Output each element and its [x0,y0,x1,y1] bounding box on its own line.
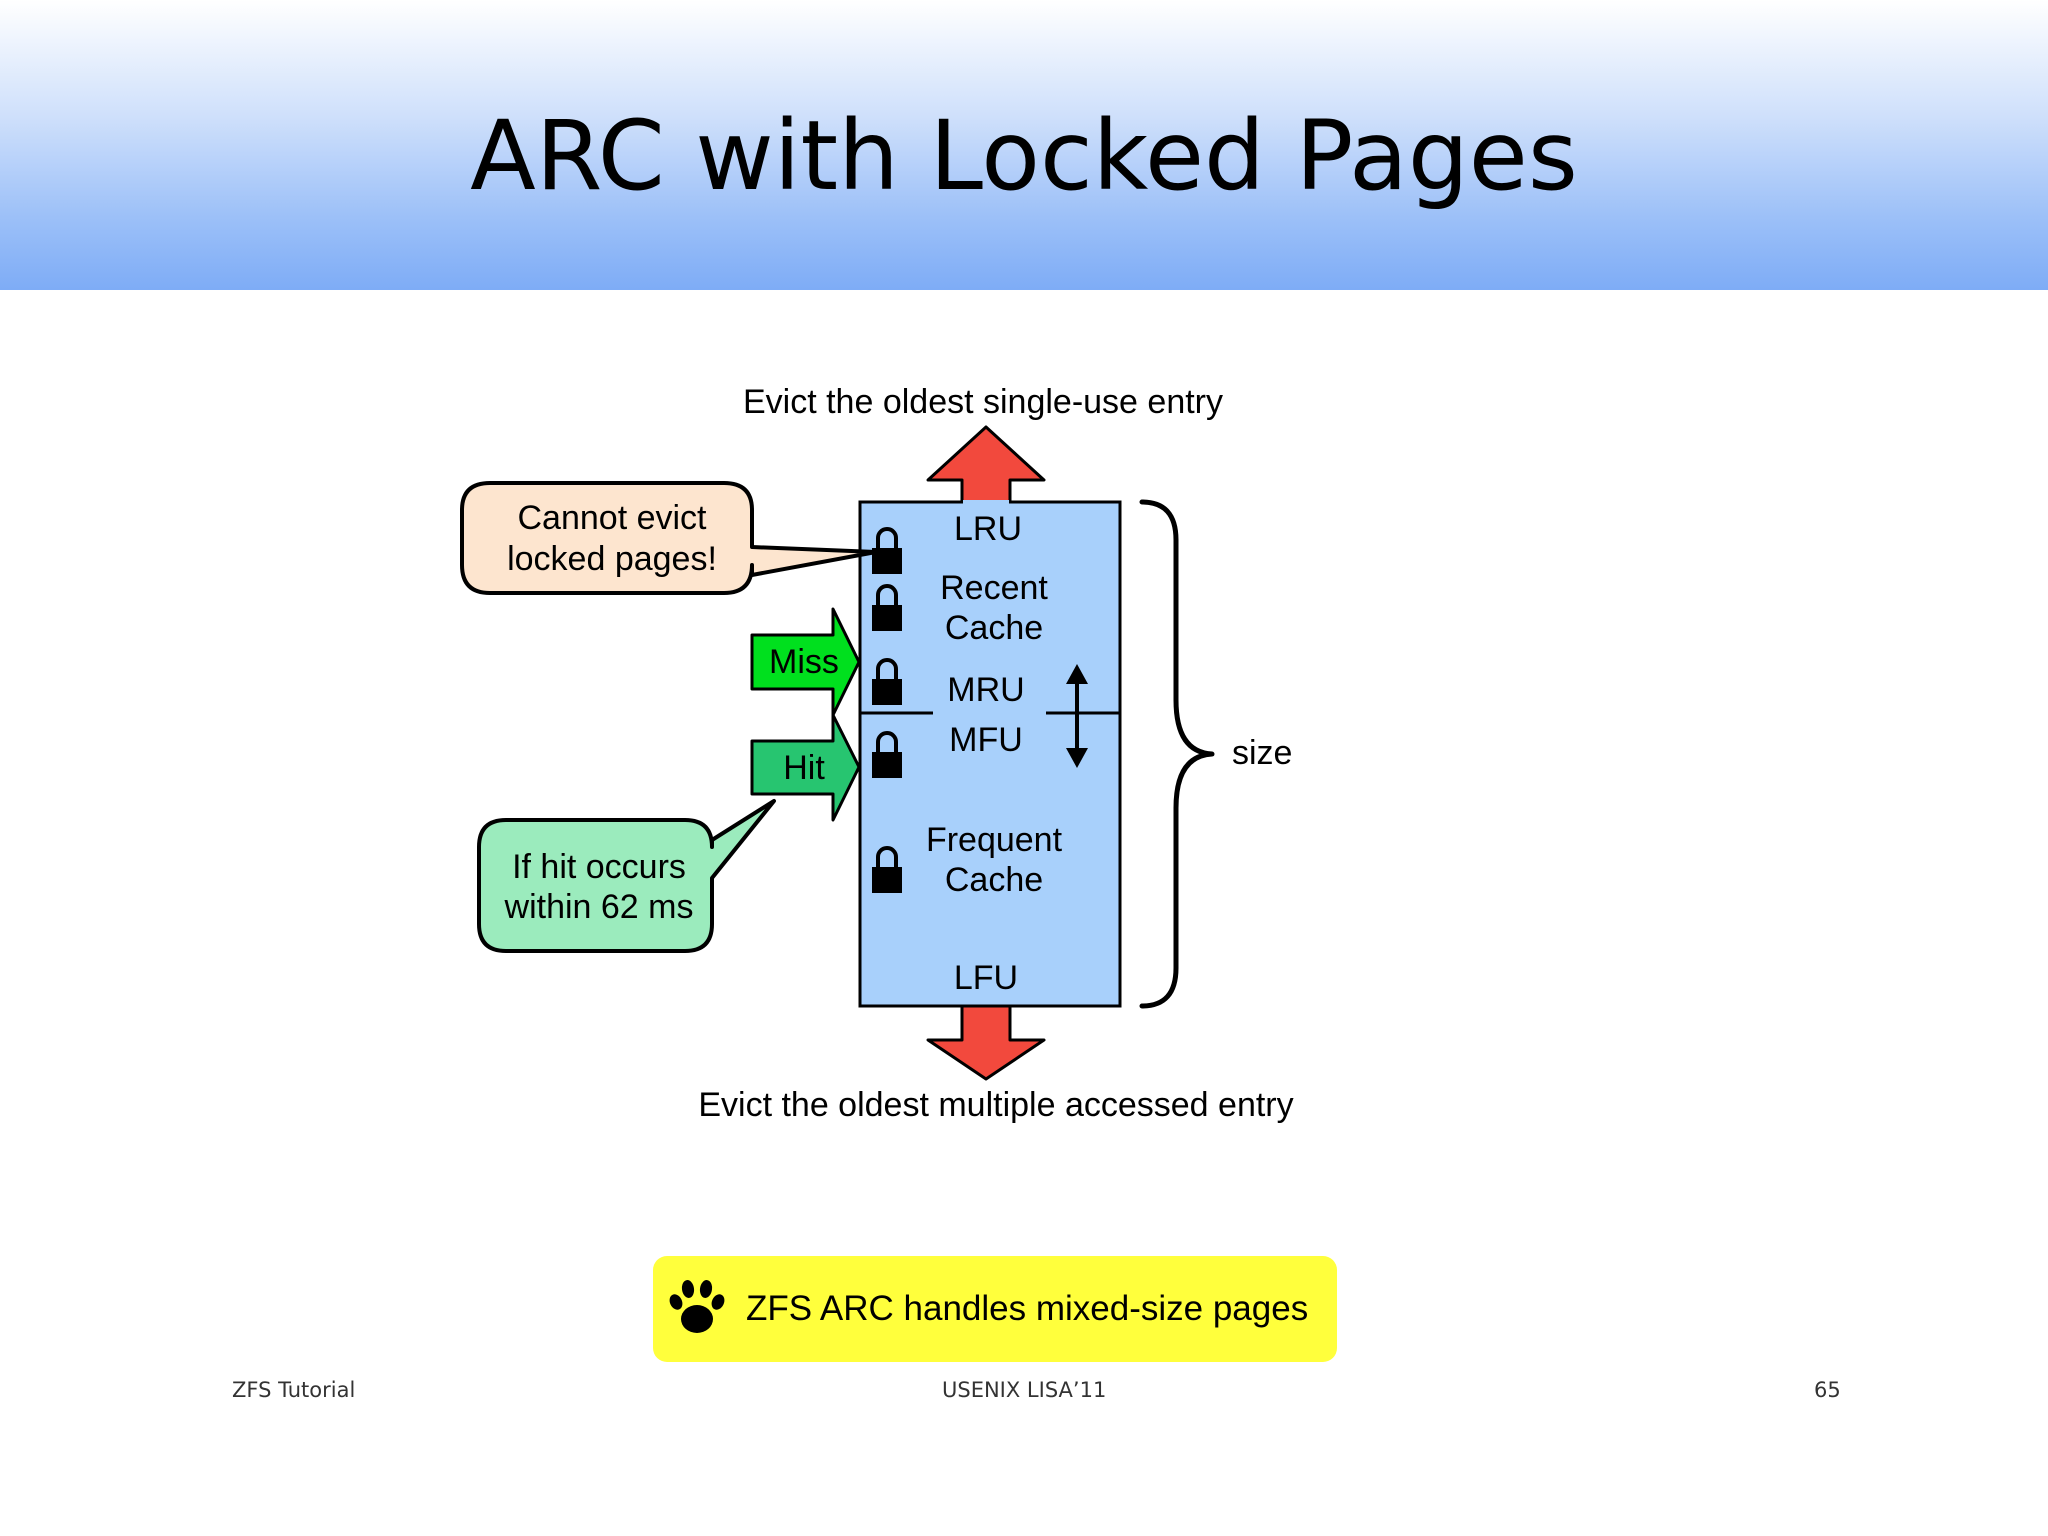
size-adjust-double-arrow [1066,664,1088,768]
miss-label: Miss [769,643,839,681]
callout-text: ZFS ARC handles mixed-size pages [746,1289,1309,1328]
size-label: size [1232,734,1292,772]
frequent-cache-line2: Cache [945,861,1043,899]
footer-left: ZFS Tutorial [232,1378,356,1402]
page-number: 65 [1814,1378,1841,1402]
lfu-label: LFU [954,959,1018,997]
miss-arrow [750,607,861,717]
bottom-evict-arrow [926,1004,1046,1081]
callout-bar [653,1256,1337,1362]
paw-icon [669,1280,725,1333]
frequent-cache-line1: Frequent [926,821,1063,859]
hit-label: Hit [783,749,825,787]
footer-center: USENIX LISA’11 [942,1378,1107,1402]
hit-timing-bubble [477,799,776,953]
slide-header [0,0,2048,290]
top-evict-arrow [926,425,1046,504]
size-brace [1139,499,1215,1009]
locked-bubble-line1: Cannot evict [518,499,708,537]
slide-title: ARC with Locked Pages [470,100,1578,212]
recent-cache-line1: Recent [940,569,1048,607]
mru-label: MRU [947,671,1024,709]
locked-pages-bubble [460,481,878,595]
locked-bubble-line2: locked pages! [507,540,717,578]
hit-bubble-line2: within 62 ms [504,888,694,926]
bottom-evict-label: Evict the oldest multiple accessed entry [698,1086,1293,1124]
hit-bubble-line1: If hit occurs [512,848,686,886]
hit-arrow [750,713,861,822]
lru-label: LRU [954,510,1022,548]
mfu-label: MFU [949,721,1023,759]
recent-cache-line2: Cache [945,609,1043,647]
top-evict-label: Evict the oldest single-use entry [743,383,1223,421]
